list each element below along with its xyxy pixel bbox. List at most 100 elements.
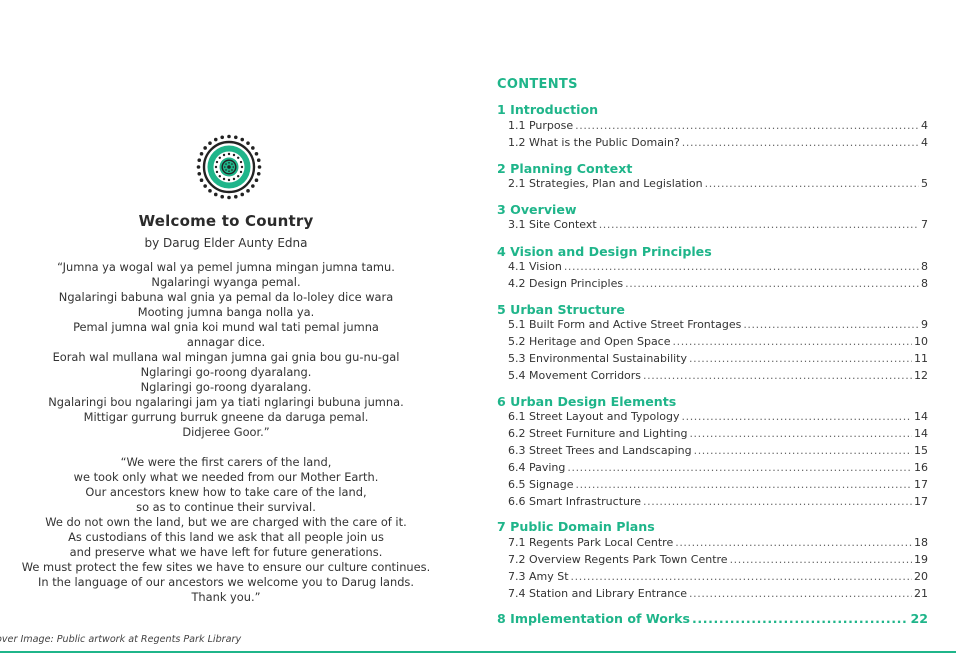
toc-leader-dots xyxy=(692,611,908,626)
toc-entry-page: 5 xyxy=(921,177,928,190)
toc-leader-dots xyxy=(682,410,913,423)
contents-title: CONTENTS xyxy=(497,77,578,92)
poem-line: Pemal jumna wal gnia koi mund wal tati p… xyxy=(73,320,379,334)
poem-line: Nglaringi go-roong dyaralang. xyxy=(140,365,312,379)
toc-section-heading[interactable]: 6 Urban Design Elements xyxy=(497,394,677,409)
toc-leader-dots xyxy=(682,136,919,149)
poem-line: Mittigar gurrung burruk gneene da daruga… xyxy=(83,410,369,424)
toc-entry[interactable]: 2.1 Strategies, Plan and Legislation5 xyxy=(508,177,928,193)
welcome-title: Welcome to Country xyxy=(138,212,314,230)
toc-entry[interactable]: 7.2 Overview Regents Park Town Centre19 xyxy=(508,553,928,569)
toc-leader-dots xyxy=(567,461,912,474)
poem-line: We do not own the land, but we are charg… xyxy=(45,515,407,529)
toc-entry[interactable]: 4.1 Vision8 xyxy=(508,260,928,276)
toc-leader-dots xyxy=(743,318,919,331)
toc-entry[interactable]: 3.1 Site Context 7 xyxy=(508,218,928,234)
toc-entry[interactable]: 5.4 Movement Corridors12 xyxy=(508,369,928,385)
toc-leader-dots xyxy=(571,570,912,583)
toc-entry[interactable]: 1.2 What is the Public Domain?4 xyxy=(508,136,928,152)
toc-entry-page: 11 xyxy=(914,351,928,365)
toc-entry[interactable]: 5.2 Heritage and Open Space 10 xyxy=(508,335,928,351)
bottom-divider xyxy=(0,651,956,653)
toc-entry-page: 20 xyxy=(914,569,928,583)
toc-entry-page: 8 xyxy=(921,260,928,273)
toc-leader-dots xyxy=(643,495,912,508)
poem-line: and preserve what we have left for futur… xyxy=(69,545,383,559)
toc-entry-page: 9 xyxy=(921,318,928,331)
poem-line: “Jumna ya wogal wal ya pemel jumna minga… xyxy=(57,260,395,274)
toc-entry-page: 12 xyxy=(914,368,928,382)
toc-entry[interactable]: 6.1 Street Layout and Typology 14 xyxy=(508,410,928,426)
toc-entry-page: 14 xyxy=(914,410,928,423)
toc-entry[interactable]: 5.1 Built Form and Active Street Frontag… xyxy=(508,318,928,334)
toc-leader-dots xyxy=(599,218,919,231)
toc-entry-page: 14 xyxy=(914,426,928,440)
toc-leader-dots xyxy=(689,352,912,365)
toc-entry[interactable]: 7.3 Amy St 20 xyxy=(508,570,928,586)
poem-line: annagar dice. xyxy=(186,335,266,349)
poem-line: Ngalaringi bou ngalaringi jam ya tiati n… xyxy=(48,395,404,409)
toc-leader-dots xyxy=(689,427,912,440)
toc-section-heading[interactable]: 1 Introduction xyxy=(497,102,599,117)
toc-leader-dots xyxy=(694,444,912,457)
poem-line: We must protect the few sites we have to… xyxy=(21,560,431,574)
poem-line: Nglaringi go-roong dyaralang. xyxy=(140,380,312,394)
toc-entry-page: 17 xyxy=(914,477,928,491)
poem-line: “We were the first carers of the land, xyxy=(120,455,332,469)
welcome-byline: by Darug Elder Aunty Edna xyxy=(144,236,308,250)
toc-entry[interactable]: 7.1 Regents Park Local Centre18 xyxy=(508,536,928,552)
toc-entry[interactable]: 6.2 Street Furniture and Lighting 14 xyxy=(508,427,928,443)
toc-entry-page: 4 xyxy=(921,135,928,149)
toc-leader-dots xyxy=(689,587,912,600)
toc-entry-label: 7.3 Amy St xyxy=(508,569,569,583)
toc-entry-page: 18 xyxy=(914,536,928,549)
toc-leader-dots xyxy=(673,335,913,348)
toc-section-heading[interactable]: 2 Planning Context xyxy=(497,161,633,176)
poem-line: Ngalaringi babuna wal gnia ya pemal da l… xyxy=(58,290,394,304)
toc-entry[interactable]: 6.6 Smart Infrastructure17 xyxy=(508,495,928,511)
toc-entry-page: 4 xyxy=(921,119,928,132)
toc-entry-label: 7.4 Station and Library Entrance xyxy=(508,586,688,600)
toc-entry-page: 21 xyxy=(914,586,928,600)
toc-entry-label: 1.1 Purpose xyxy=(508,119,574,132)
welcome-page: Welcome to Country by Darug Elder Aunty … xyxy=(0,0,452,660)
poem-line: Ngalaringi wyanga pemal. xyxy=(151,275,301,289)
poem-english: “We were the first carers of the land,we… xyxy=(0,455,452,605)
toc-leader-dots xyxy=(575,478,912,491)
toc-entry-label: 5.2 Heritage and Open Space xyxy=(508,334,671,348)
toc-leader-dots xyxy=(575,119,919,132)
poem-line: Mooting jumna banga nolla ya. xyxy=(137,305,315,319)
toc-final-entry[interactable]: 8 Implementation of Works 22 xyxy=(497,611,928,627)
toc-entry-page: 8 xyxy=(921,276,928,290)
toc-entry-label: 6.1 Street Layout and Typology xyxy=(508,410,680,423)
toc-entry[interactable]: 6.5 Signage17 xyxy=(508,478,928,494)
toc-section-heading[interactable]: 7 Public Domain Plans xyxy=(497,519,655,534)
toc-entry-label: 3.1 Site Context xyxy=(508,218,597,231)
toc-entry-page: 7 xyxy=(921,218,928,231)
toc-leader-dots xyxy=(730,553,912,566)
toc-entry-page: 16 xyxy=(914,460,928,474)
toc-entry[interactable]: 6.4 Paving16 xyxy=(508,461,928,477)
toc-entry[interactable]: 4.2 Design Principles8 xyxy=(508,277,928,293)
toc-section-heading[interactable]: 5 Urban Structure xyxy=(497,302,625,317)
toc-entry-label: 6.2 Street Furniture and Lighting xyxy=(508,426,688,440)
toc-entry[interactable]: 6.3 Street Trees and Landscaping15 xyxy=(508,444,928,460)
toc-entry-page: 22 xyxy=(910,611,928,626)
toc-section-heading[interactable]: 3 Overview xyxy=(497,202,577,217)
toc-entry-label: 8 Implementation of Works xyxy=(497,611,691,626)
toc-entry[interactable]: 7.4 Station and Library Entrance 21 xyxy=(508,587,928,603)
toc-entry[interactable]: 5.3 Environmental Sustainability11 xyxy=(508,352,928,368)
toc-entry[interactable]: 1.1 Purpose 4 xyxy=(508,119,928,135)
poem-line: we took only what we needed from our Mot… xyxy=(73,470,379,484)
toc-leader-dots xyxy=(643,369,912,382)
toc-entry-page: 10 xyxy=(914,334,928,348)
toc-entry-page: 15 xyxy=(914,443,928,457)
toc-leader-dots xyxy=(705,177,919,190)
poem-line: In the language of our ancestors we welc… xyxy=(38,575,414,589)
toc-entry-label: 5.1 Built Form and Active Street Frontag… xyxy=(508,318,742,331)
poem-line: As custodians of this land we ask that a… xyxy=(68,530,384,544)
toc-leader-dots xyxy=(675,536,912,549)
poem-line: so as to continue their survival. xyxy=(136,500,316,514)
toc-section-heading[interactable]: 4 Vision and Design Principles xyxy=(497,244,712,259)
